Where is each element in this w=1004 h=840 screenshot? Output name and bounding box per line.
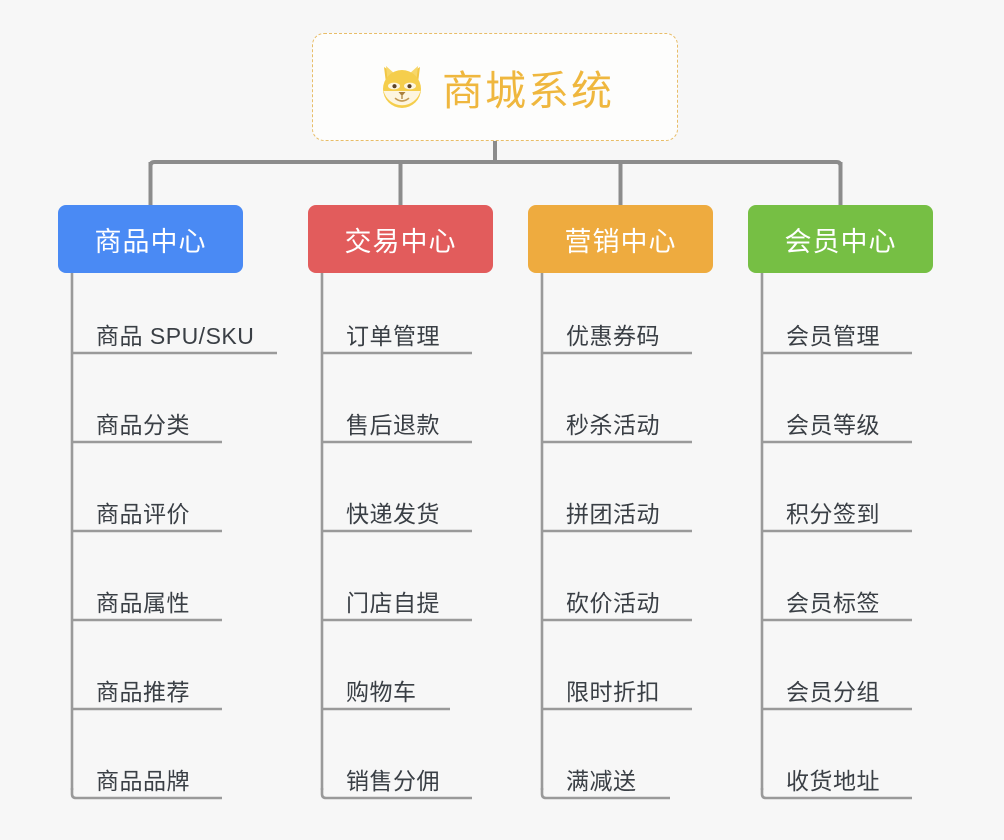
- leaf-label: 收货地址: [786, 768, 880, 794]
- root-title: 商城系统: [442, 68, 614, 114]
- category-label: 商品中心: [94, 226, 207, 257]
- category-box-1[interactable]: 商品中心: [58, 205, 243, 273]
- leaf-label: 商品属性: [96, 590, 190, 616]
- category-box-2[interactable]: 交易中心: [308, 205, 493, 273]
- shiba-dog-face-icon: [376, 61, 428, 113]
- leaf-label: 快递发货: [346, 501, 440, 527]
- leaf-label: 优惠券码: [566, 323, 660, 349]
- leaf-label: 售后退款: [346, 412, 440, 438]
- category-label: 交易中心: [344, 226, 457, 257]
- leaf-label: 积分签到: [786, 501, 880, 527]
- category-box-3[interactable]: 营销中心: [528, 205, 713, 273]
- leaf-label: 门店自提: [346, 590, 440, 616]
- category-label: 会员中心: [784, 226, 897, 257]
- leaf-label: 拼团活动: [566, 501, 660, 527]
- leaf-label: 订单管理: [346, 323, 440, 349]
- leaf-label: 商品品牌: [96, 768, 190, 794]
- leaf-label: 会员等级: [786, 412, 880, 438]
- leaf-label: 商品推荐: [96, 679, 190, 705]
- leaf-label: 限时折扣: [566, 679, 660, 705]
- leaf-label: 会员管理: [786, 323, 880, 349]
- leaf-label: 销售分佣: [346, 768, 440, 794]
- leaf-label: 商品分类: [96, 412, 190, 438]
- leaf-label: 砍价活动: [566, 590, 660, 616]
- leaf-label: 会员标签: [786, 590, 880, 616]
- leaf-label: 商品评价: [96, 501, 190, 527]
- leaf-label: 会员分组: [786, 679, 880, 705]
- leaf-label: 秒杀活动: [566, 412, 660, 438]
- root-node[interactable]: 商城系统: [312, 33, 678, 141]
- category-label: 营销中心: [564, 226, 677, 257]
- category-box-4[interactable]: 会员中心: [748, 205, 933, 273]
- leaf-label: 购物车: [346, 679, 417, 705]
- leaf-label: 商品 SPU/SKU: [96, 323, 255, 349]
- leaf-label: 满减送: [566, 768, 637, 794]
